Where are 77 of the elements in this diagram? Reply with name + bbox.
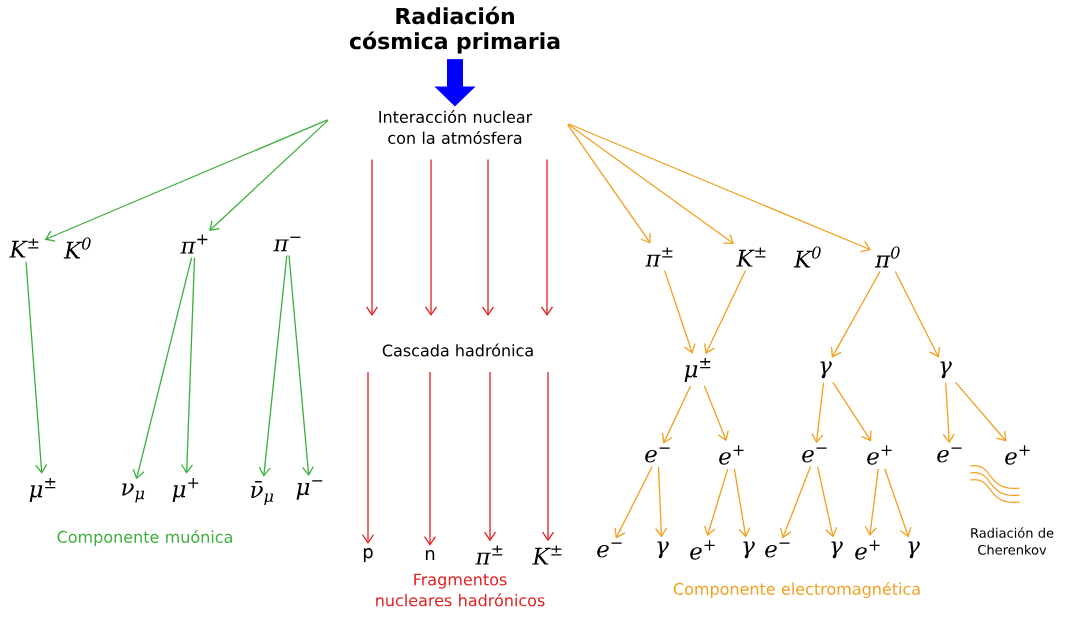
arrow — [180, 257, 196, 474]
caption-text: Componente muónica — [57, 529, 232, 547]
particle-symbol: e$^{−}$ — [765, 542, 790, 558]
particle-symbol: π$^{±}$ — [645, 247, 673, 267]
particle-symbol: e$^{+}$ — [719, 445, 744, 465]
arrow — [481, 158, 495, 316]
arrow — [654, 466, 668, 538]
particle-symbol: e$^{+}$ — [855, 540, 880, 560]
arrow — [954, 381, 1007, 442]
arrow — [832, 381, 872, 442]
arrow — [25, 261, 48, 474]
arrow — [811, 381, 825, 444]
particle-symbol: n — [425, 549, 435, 561]
arrow — [209, 119, 329, 231]
caption-text: Componente electromagnética — [673, 581, 920, 599]
arrow — [567, 123, 735, 245]
particle-symbol: γ — [657, 541, 669, 559]
process-text: Cascada hadrónica — [382, 343, 533, 357]
arrow — [44, 119, 329, 242]
arrow — [258, 254, 288, 477]
arrow — [884, 468, 912, 538]
particle-symbol: π$^{+}$ — [180, 234, 208, 254]
arrow — [614, 465, 653, 539]
arrow — [661, 385, 692, 444]
arrow — [830, 270, 881, 358]
particle-symbol: γ — [820, 361, 832, 379]
caption-text: Radiación de Cherenkov — [971, 527, 1054, 555]
arrow — [541, 371, 555, 542]
arrow — [704, 468, 729, 537]
particle-symbol: π$^{−}$ — [273, 236, 301, 252]
arrow — [733, 468, 751, 538]
particle-symbol: γ — [831, 541, 843, 559]
particle-symbol: e$^{+}$ — [867, 445, 892, 465]
particle-symbol: K$^{±}$ — [532, 545, 562, 565]
particle-symbol: μ$^{±}$ — [29, 478, 56, 502]
arrow — [942, 381, 955, 444]
process-text: Interacción nuclear con la atmósfera — [379, 110, 533, 144]
arrow — [894, 270, 941, 358]
arrow — [288, 254, 315, 477]
particle-symbol: e$^{−}$ — [937, 447, 962, 463]
arrow — [703, 385, 729, 442]
arrow — [132, 257, 193, 480]
arrow — [567, 123, 872, 253]
arrow — [567, 124, 651, 244]
particle-symbol: e$^{+}$ — [1005, 445, 1030, 465]
arrow — [864, 468, 879, 537]
particle-symbol: K$^{0}$ — [63, 237, 91, 259]
arrow — [663, 270, 696, 354]
arrow — [540, 158, 554, 316]
arrow — [780, 465, 812, 539]
particle-symbol: μ$^{−}$ — [296, 480, 323, 500]
arrow — [423, 371, 437, 546]
particle-symbol: ν$_{μ}$ — [122, 483, 145, 503]
particle-symbol: K$^{±}$ — [9, 238, 39, 258]
arrow — [361, 371, 375, 544]
arrow — [365, 158, 379, 316]
particle-symbol: ν̄$_{μ}$ — [251, 480, 274, 506]
particle-symbol: γ — [743, 541, 755, 559]
particle-symbol: e$^{−}$ — [597, 542, 622, 558]
particle-symbol: π$^{±}$ — [475, 545, 503, 565]
particle-symbol: μ$^{±}$ — [684, 358, 711, 382]
caption-text: Fragmentos nucleares hadrónicos — [376, 573, 545, 607]
particle-symbol: e$^{+}$ — [690, 540, 715, 560]
arrow — [483, 371, 497, 542]
particle-symbol: K$^{±}$ — [736, 247, 766, 267]
particle-symbol: e$^{−}$ — [645, 447, 670, 463]
particle-symbol: p — [363, 548, 373, 562]
particle-symbol: e$^{−}$ — [802, 447, 827, 463]
arrow — [703, 269, 747, 355]
heading-text: Radiación cósmica primaria — [349, 6, 560, 54]
particle-symbol: γ — [940, 361, 952, 379]
particle-symbol: γ — [908, 541, 920, 559]
particle-symbol: π$^{0}$ — [874, 246, 900, 268]
particle-symbol: K$^{0}$ — [793, 246, 821, 268]
arrow — [816, 466, 838, 538]
particle-symbol: μ$^{+}$ — [172, 478, 199, 502]
arrow — [424, 158, 438, 316]
